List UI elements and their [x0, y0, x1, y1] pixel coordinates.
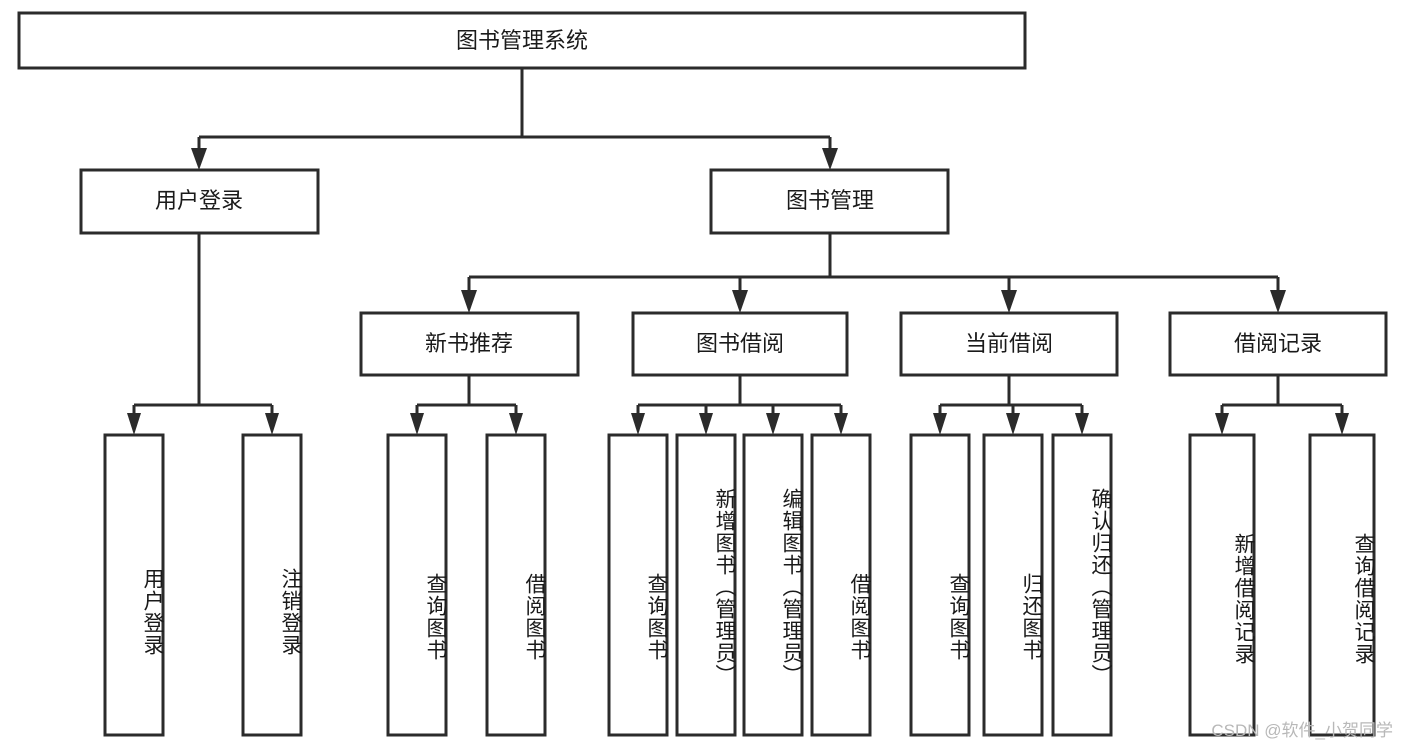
arrow-newbook-leaf-2 [509, 413, 523, 435]
node-leaf-add-borrow-record[interactable] [1188, 433, 1256, 737]
node-new-book-recommend-label: 新书推荐 [425, 331, 513, 356]
arrow-bookborrow-leaf-4 [834, 413, 848, 435]
arrow-currentborrow-leaf-1 [933, 413, 947, 435]
arrow-to-book-borrow [732, 290, 748, 313]
node-current-borrow-label: 当前借阅 [965, 331, 1053, 356]
node-leaf-query-book-new[interactable] [386, 433, 448, 737]
node-leaf-borrow-book[interactable] [810, 433, 872, 737]
arrow-borrowrecord-leaf-1 [1215, 413, 1229, 435]
node-leaf-query-borrow-record[interactable] [1308, 433, 1376, 737]
arrow-bookborrow-leaf-3 [766, 413, 780, 435]
arrow-borrowrecord-leaf-2 [1335, 413, 1349, 435]
arrow-to-borrow-record [1270, 290, 1286, 313]
node-book-borrow[interactable] [631, 311, 849, 377]
node-user-login-label: 用户登录 [155, 188, 243, 213]
arrow-userlogin-leaf-1 [127, 413, 141, 435]
arrow-root-to-user-login [191, 148, 207, 170]
node-leaf-add-book-admin[interactable] [675, 433, 737, 737]
arrow-to-current-borrow [1001, 290, 1017, 313]
node-new-book-recommend[interactable] [359, 311, 580, 377]
node-book-manage-label: 图书管理 [786, 188, 874, 213]
node-leaf-return-book[interactable] [982, 433, 1044, 737]
node-borrow-record-label: 借阅记录 [1234, 331, 1322, 356]
arrow-userlogin-leaf-2 [265, 413, 279, 435]
arrow-bookborrow-leaf-2 [699, 413, 713, 435]
node-leaf-query-book-borrow[interactable] [607, 433, 669, 737]
arrow-root-to-book-manage [822, 148, 838, 170]
edges-layer [127, 68, 1349, 435]
node-root-label: 图书管理系统 [456, 28, 588, 53]
arrow-currentborrow-leaf-3 [1075, 413, 1089, 435]
node-leaf-edit-book-admin[interactable] [742, 433, 804, 737]
node-borrow-record[interactable] [1168, 311, 1388, 377]
node-leaf-borrow-book-new[interactable] [485, 433, 547, 737]
arrow-to-new-book-rec [461, 290, 477, 313]
arrow-bookborrow-leaf-1 [631, 413, 645, 435]
node-leaf-user-login[interactable] [103, 433, 165, 737]
node-leaf-logout[interactable] [241, 433, 303, 737]
node-leaf-query-book-current[interactable] [909, 433, 971, 737]
node-user-login[interactable] [79, 168, 320, 235]
node-book-manage[interactable] [709, 168, 950, 235]
node-book-borrow-label: 图书借阅 [696, 331, 784, 356]
node-root[interactable] [17, 11, 1027, 70]
arrow-newbook-leaf-1 [410, 413, 424, 435]
arrow-currentborrow-leaf-2 [1006, 413, 1020, 435]
node-leaf-confirm-return-admin[interactable] [1051, 433, 1113, 737]
node-current-borrow[interactable] [899, 311, 1119, 377]
nodes-layer: 图书管理系统 用户登录 图书管理 新书推荐 图书借阅 当前借阅 借阅记录 [17, 11, 1388, 737]
